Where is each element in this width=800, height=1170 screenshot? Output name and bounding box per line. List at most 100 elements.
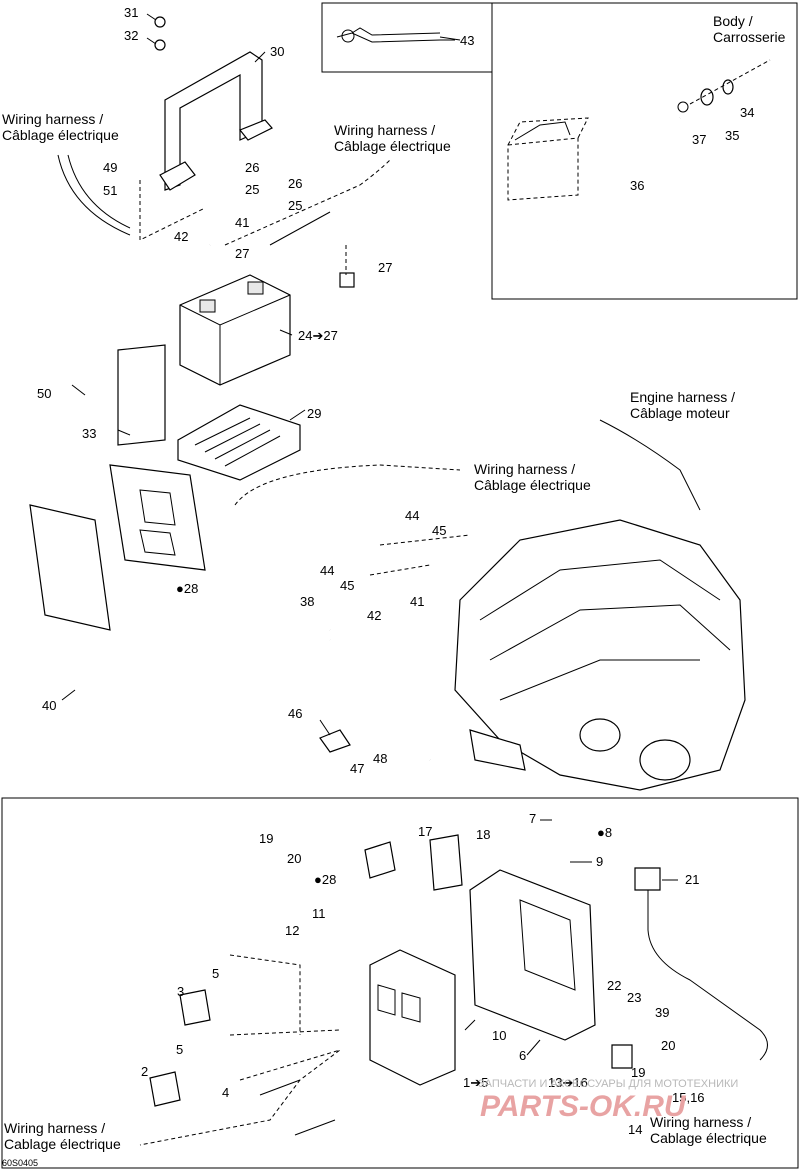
engine-harness — [599, 419, 701, 511]
callout-34: 34 — [740, 105, 754, 120]
caption-body-2: Carrosserie — [713, 29, 786, 45]
ecm-bracket-6 — [469, 869, 596, 1041]
callout-9: 9 — [596, 854, 603, 869]
oil-drop-icon: ● — [176, 581, 184, 596]
harness-plugs — [259, 1079, 336, 1136]
caption-wiring-harness-bottom-right-1: Wiring harness / — [650, 1114, 751, 1130]
fuse-holder-18 — [429, 834, 463, 891]
relay-17 — [364, 841, 396, 879]
ecm-module-upper — [109, 464, 206, 571]
callout-12: 12 — [285, 923, 299, 938]
leader-lines — [61, 13, 678, 1056]
positive-cable-end — [269, 211, 331, 246]
callout-5b: 5 — [176, 1042, 183, 1057]
callout-22: 22 — [607, 978, 621, 993]
callout-41a: 41 — [235, 215, 249, 230]
bolt-path-49 — [139, 180, 206, 241]
starter-motor — [469, 729, 526, 771]
caption-wiring-harness-bottom-left-1: Wiring harness / — [4, 1120, 105, 1136]
vent-tube-inset-frame — [491, 2, 798, 300]
harness-route-bottom — [139, 1049, 341, 1146]
callout-labels: 31 32 30 43 49 51 26 25 26 25 41 42 27 2… — [37, 5, 754, 1137]
callout-48: 48 — [373, 751, 387, 766]
caption-wiring-harness-top-mid-1: Wiring harness / — [334, 122, 435, 138]
callout-21: 21 — [685, 872, 699, 887]
callout-31: 31 — [124, 5, 138, 20]
callout-42a: 42 — [174, 229, 188, 244]
callout-19a: 19 — [259, 831, 273, 846]
caption-body-1: Body / — [713, 13, 753, 29]
callout-6: 6 — [519, 1048, 526, 1063]
callout-33: 33 — [82, 426, 96, 441]
callout-19b: 19 — [631, 1065, 645, 1080]
callout-44b: 44 — [320, 563, 334, 578]
ecm-section-frame — [1, 797, 799, 1169]
callout-1-5: 1➔5 — [463, 1075, 488, 1090]
callout-39: 39 — [655, 1005, 669, 1020]
callout-10: 10 — [492, 1028, 506, 1043]
connector-3 — [179, 989, 211, 1026]
callout-4: 4 — [222, 1085, 229, 1100]
battery-tray — [177, 404, 301, 481]
callout-2: 2 — [141, 1064, 148, 1079]
callout-37: 37 — [692, 132, 706, 147]
sensor-21 — [634, 867, 661, 891]
caption-wiring-harness-top-left-1: Wiring harness / — [2, 111, 103, 127]
callout-20b: 20 — [661, 1038, 675, 1053]
callout-23: 23 — [627, 990, 641, 1005]
callout-14: 14 — [628, 1122, 642, 1137]
callout-38: 38 — [300, 594, 314, 609]
battery-outline-inset — [507, 117, 589, 201]
caption-engine-harness-2: Câblage moteur — [630, 405, 730, 421]
pin-guides — [229, 954, 341, 1036]
terminal-nut-27 — [339, 272, 355, 288]
callout-47: 47 — [350, 761, 364, 776]
callout-30: 30 — [270, 44, 284, 59]
caption-wiring-harness-bottom-right-2: Cablage électrique — [650, 1130, 767, 1146]
crimp-tool — [336, 27, 461, 43]
callout-28b: ●28 — [314, 872, 336, 887]
callout-27a: 27 — [235, 246, 249, 261]
ecm-module-1-5 — [369, 949, 456, 1086]
callout-8: ●8 — [597, 825, 612, 840]
caption-wiring-harness-bottom-left-2: Cablage électrique — [4, 1136, 121, 1152]
callout-28a: ●28 — [176, 581, 198, 596]
callout-44a: 44 — [405, 508, 419, 523]
callout-29: 29 — [307, 406, 321, 421]
callout-26b: 26 — [288, 176, 302, 191]
caption-engine-harness-1: Engine harness / — [630, 389, 735, 405]
captions: Wiring harness / Câblage électrique Wiri… — [2, 13, 786, 1152]
harness-wire-1 — [57, 154, 131, 236]
callout-27b: 27 — [378, 260, 392, 275]
sensor-wire — [647, 890, 768, 1061]
callout-20a: 20 — [287, 851, 301, 866]
watermark-line-1: ЗАПЧАСТИ И АКСЕССУАРЫ ДЛЯ МОТОТЕХНИКИ — [478, 1078, 738, 1090]
callout-3: 3 — [177, 984, 184, 999]
drawing-code: 60S0405 — [2, 1158, 38, 1168]
watermark: ЗАПЧАСТИ И АКСЕССУАРЫ ДЛЯ МОТОТЕХНИКИ PA… — [478, 1078, 738, 1123]
harness-route-top — [224, 159, 391, 246]
connector-2 — [149, 1071, 181, 1107]
caption-wiring-harness-mid-2: Câblage électrique — [474, 477, 591, 493]
caption-wiring-harness-mid-1: Wiring harness / — [474, 461, 575, 477]
callout-45b: 45 — [340, 578, 354, 593]
callout-51: 51 — [103, 183, 117, 198]
callout-41b: 41 — [410, 594, 424, 609]
mounting-plate-left — [29, 504, 111, 631]
callout-35: 35 — [725, 128, 739, 143]
harness-route-mid — [234, 464, 461, 506]
callout-46: 46 — [288, 706, 302, 721]
callout-26a: 26 — [245, 160, 259, 175]
washer-32 — [154, 39, 166, 51]
watermark-line-2: PARTS-OK.RU — [480, 1090, 687, 1123]
callout-18: 18 — [476, 827, 490, 842]
callout-45a: 45 — [432, 523, 446, 538]
harness-wire-2 — [67, 154, 131, 229]
engine — [454, 519, 746, 791]
callout-43: 43 — [460, 33, 474, 48]
callout-13-16: 13➔16 — [548, 1075, 588, 1090]
vent-tube — [556, 59, 771, 282]
ground-route-2 — [369, 564, 431, 576]
callout-49: 49 — [103, 160, 117, 175]
